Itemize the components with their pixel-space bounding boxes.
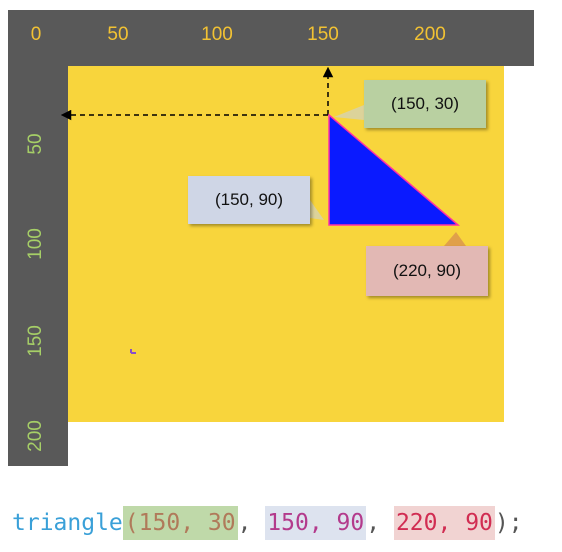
code-y1: 30	[207, 510, 236, 536]
callout-point-1: (150, 30)	[364, 80, 486, 128]
code-paren: (	[124, 510, 139, 536]
ruler-top	[8, 10, 534, 66]
code-comma: ,	[366, 510, 394, 536]
callout-tail-p3	[444, 232, 466, 246]
code-sep: ,	[308, 510, 337, 536]
code-open-paren-x1: (150, 30	[122, 506, 238, 540]
code-x3: 220	[395, 510, 438, 536]
callout-point-2: (150, 90)	[188, 176, 310, 224]
code-point-3: 220, 90	[393, 506, 495, 540]
code-sep: ,	[437, 510, 466, 536]
callout-tail-p2	[310, 200, 324, 220]
code-close: );	[494, 510, 523, 536]
x-tick-150: 150	[307, 24, 339, 45]
code-line: triangle(150, 30, 150, 90, 220, 90);	[12, 506, 523, 540]
x-tick-0: 0	[30, 24, 42, 45]
callout-tail-p1	[334, 105, 364, 120]
code-y3: 90	[465, 510, 493, 536]
ruler-left	[8, 10, 68, 466]
x-tick-100: 100	[201, 24, 233, 45]
code-point-2: 150, 90	[265, 506, 367, 540]
code-function-name: triangle	[12, 510, 123, 536]
code-comma: ,	[237, 510, 266, 536]
callout-point-3: (220, 90)	[366, 246, 488, 296]
x-tick-50: 50	[107, 24, 129, 45]
code-x1: 150	[138, 510, 181, 536]
triangle-shape	[328, 113, 461, 226]
code-y2: 90	[336, 510, 365, 536]
code-sep: ,	[180, 510, 208, 536]
x-tick-200: 200	[414, 24, 446, 45]
code-x2: 150	[267, 510, 309, 536]
